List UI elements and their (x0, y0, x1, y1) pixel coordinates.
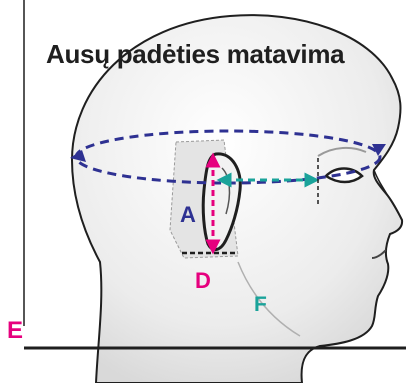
diagram-title: Ausų padėties matavima (46, 39, 406, 70)
label-a: A (180, 204, 196, 226)
label-d: D (195, 270, 211, 292)
label-f: F (254, 294, 267, 315)
label-e: E (7, 319, 23, 343)
eye (326, 169, 362, 183)
